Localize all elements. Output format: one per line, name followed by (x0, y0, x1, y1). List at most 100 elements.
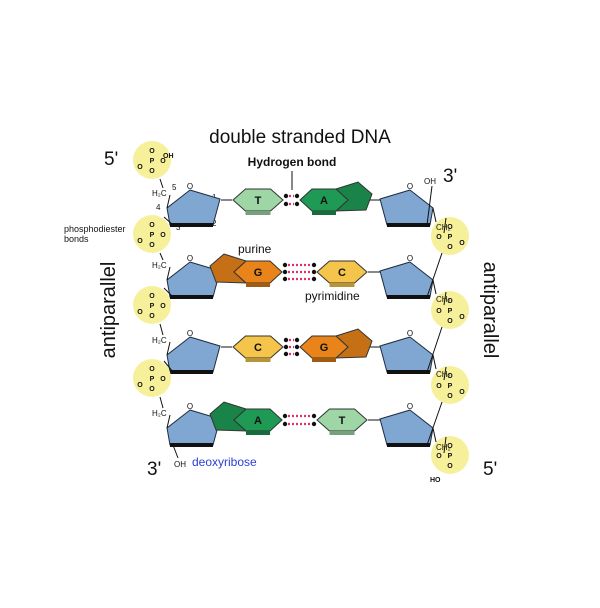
backbone-link (166, 341, 171, 356)
hbond-atom (282, 269, 288, 275)
hydrogen-bond-label: Hydrogen bond (248, 155, 337, 169)
phosphate-p: P (448, 453, 453, 460)
phosphate-halo (133, 141, 171, 179)
deoxyribose-sugar: O (379, 254, 434, 299)
phosphate-o-bottom: O (447, 393, 453, 400)
pyrimidine-ring-edge (329, 431, 355, 435)
phosphate-o-bottom: O (149, 386, 155, 393)
phosphate-o-outer: O (459, 314, 465, 321)
phosphate-halo (431, 291, 469, 329)
phosphate-p: P (150, 376, 155, 383)
backbone-link (159, 252, 164, 261)
purine-ring-edge (312, 358, 336, 362)
end-label-top-right: 3' (443, 166, 457, 187)
base-letter: A (254, 415, 262, 427)
ring-oxygen: O (407, 329, 413, 338)
carbon-number-5: 5 (172, 183, 177, 192)
ring-oxygen: O (407, 182, 413, 191)
purine-ring-edge (246, 431, 270, 435)
ch2-label: H₂C (152, 189, 167, 198)
ch2-label: CH₂ (436, 223, 451, 232)
deoxyribose-sugar: O (166, 182, 221, 227)
base-letter: G (320, 342, 329, 354)
deoxyribose-sugar: O (166, 329, 221, 374)
phosphate-o-bottom: O (447, 244, 453, 251)
purine-label: purine (238, 242, 272, 256)
phosphate-o-top: O (149, 366, 155, 373)
phosphate-o-outer: O (459, 240, 465, 247)
backbone-link (426, 401, 443, 446)
phosphate-o-outer: O (137, 238, 143, 245)
ch2-label: CH₂ (436, 295, 451, 304)
pyrimidine-ring-edge (329, 283, 355, 287)
backbone-link (166, 266, 171, 281)
ch2-label: CH₂ (436, 370, 451, 379)
base-purine-A: A (209, 401, 283, 435)
phosphodiester-label-line2: bonds (64, 234, 89, 244)
phosphate-o-top: O (149, 222, 155, 229)
phosphate-o-inner: O (160, 158, 166, 165)
backbone-link (163, 360, 174, 373)
end-label-bottom-right: 5' (483, 459, 497, 480)
ch2-label: H₂C (152, 409, 167, 418)
phosphate-halo (133, 359, 171, 397)
ch2-label: H₂C (152, 261, 167, 270)
antiparallel-label-right: antiparallel (479, 262, 501, 359)
deoxyribose-sugar: O (166, 402, 221, 447)
ring-oxygen: O (187, 254, 193, 263)
backbone-link (432, 279, 437, 295)
deoxyribose-sugar: O (166, 254, 221, 299)
carbon-number-2: 2 (212, 219, 217, 228)
sugar-ring (379, 336, 434, 373)
phosphate-p: P (150, 303, 155, 310)
hbond-atom (283, 193, 289, 199)
hbond-atom (283, 337, 289, 343)
phosphate-o-inner: O (436, 234, 442, 241)
backbone-link (426, 185, 433, 226)
phosphate-o-inner: O (436, 453, 442, 460)
hbond-atom (311, 276, 317, 282)
backbone-link (443, 291, 447, 306)
backbone-link (163, 287, 174, 298)
phosphate-o-top: O (149, 293, 155, 300)
phosphate-o-inner: O (436, 308, 442, 315)
ch2-label: H₂C (152, 336, 167, 345)
phosphate-halo (431, 217, 469, 255)
phosphate-o-top: O (447, 373, 453, 380)
hbond-atom (283, 344, 289, 350)
sugar-phosphate-backbone: POOOOOH₂CPOOOOOH₂CPOOOOOH₂CPOOOOOH₂COHOP… (133, 141, 469, 484)
pyrimidine-ring-edge (245, 358, 271, 362)
phosphate-o-inner: O (160, 303, 166, 310)
sugar-ring (379, 261, 434, 298)
phosphodiester-label-line1: phosphodiester (64, 224, 126, 234)
base-pyrimidine-T: T (316, 408, 368, 435)
phosphate-o-top: O (447, 224, 453, 231)
ch2-label: CH₂ (436, 443, 451, 452)
phosphate-p: P (150, 232, 155, 239)
phosphate-halo (431, 366, 469, 404)
backbone-link (163, 216, 174, 226)
phosphate-o-outer: O (137, 164, 143, 171)
ring-oxygen: O (187, 329, 193, 338)
phosphate-p: P (448, 383, 453, 390)
sugar-ring (379, 409, 434, 446)
base-letter: C (338, 267, 346, 279)
phosphate-o-outer: O (137, 309, 143, 316)
base-pyrimidine-C: C (232, 335, 284, 362)
backbone-link (166, 194, 171, 209)
hbond-atom (311, 413, 317, 419)
phosphate-o-bottom: O (149, 168, 155, 175)
base-letter: T (339, 415, 346, 427)
phosphate-oh: OH (163, 153, 174, 160)
ring-oxygen: O (187, 182, 193, 191)
phosphate-o-bottom: O (447, 318, 453, 325)
base-purine-G: G (299, 328, 373, 362)
sugar-ring (166, 336, 221, 373)
hbond-atom (294, 351, 300, 357)
